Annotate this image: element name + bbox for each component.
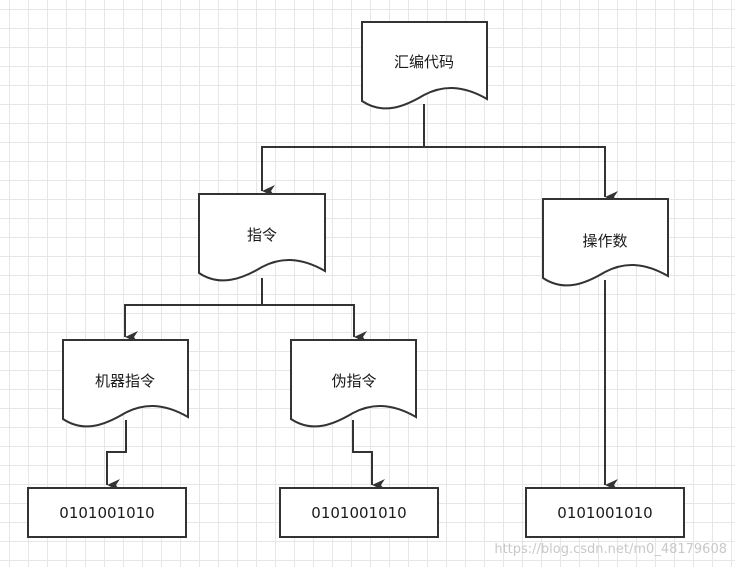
- document-shape: [198, 193, 326, 282]
- edge-assembly-to-operand: [424, 146, 618, 203]
- node-binary-operand-label: 0101001010: [557, 504, 652, 522]
- node-operand-label: 操作数: [582, 232, 627, 250]
- edge-assembly-to-instruction: [261, 104, 425, 197]
- watermark: https://blog.csdn.net/m0_48179608: [494, 542, 727, 557]
- node-instruction[interactable]: 指令: [198, 193, 326, 282]
- node-operand[interactable]: 操作数: [542, 198, 669, 287]
- document-shape: [361, 21, 488, 110]
- node-machine-instruction[interactable]: 机器指令: [62, 339, 189, 428]
- process-box: [27, 487, 187, 538]
- node-assembly-code-label: 汇编代码: [394, 53, 454, 71]
- connectors: [106, 104, 618, 491]
- process-box: [525, 487, 685, 538]
- node-binary-pseudo[interactable]: 0101001010: [279, 487, 439, 538]
- node-binary-operand[interactable]: 0101001010: [525, 487, 685, 538]
- edge-machine-to-binary: [106, 420, 127, 491]
- node-instruction-label: 指令: [247, 226, 277, 244]
- edge-pseudo-to-binary: [352, 420, 385, 491]
- process-box: [279, 487, 439, 538]
- node-binary-machine-label: 0101001010: [59, 504, 154, 522]
- document-shape: [290, 339, 417, 428]
- document-shape: [542, 198, 669, 287]
- node-binary-pseudo-label: 0101001010: [311, 504, 406, 522]
- node-pseudo-instruction[interactable]: 伪指令: [290, 339, 417, 428]
- node-machine-instruction-label: 机器指令: [95, 372, 155, 390]
- node-binary-machine[interactable]: 0101001010: [27, 487, 187, 538]
- node-assembly-code[interactable]: 汇编代码: [361, 21, 488, 110]
- node-pseudo-instruction-label: 伪指令: [331, 372, 376, 390]
- edge-instruction-to-pseudo: [262, 304, 367, 343]
- document-shape: [62, 339, 189, 428]
- edge-instruction-to-machine: [124, 278, 263, 343]
